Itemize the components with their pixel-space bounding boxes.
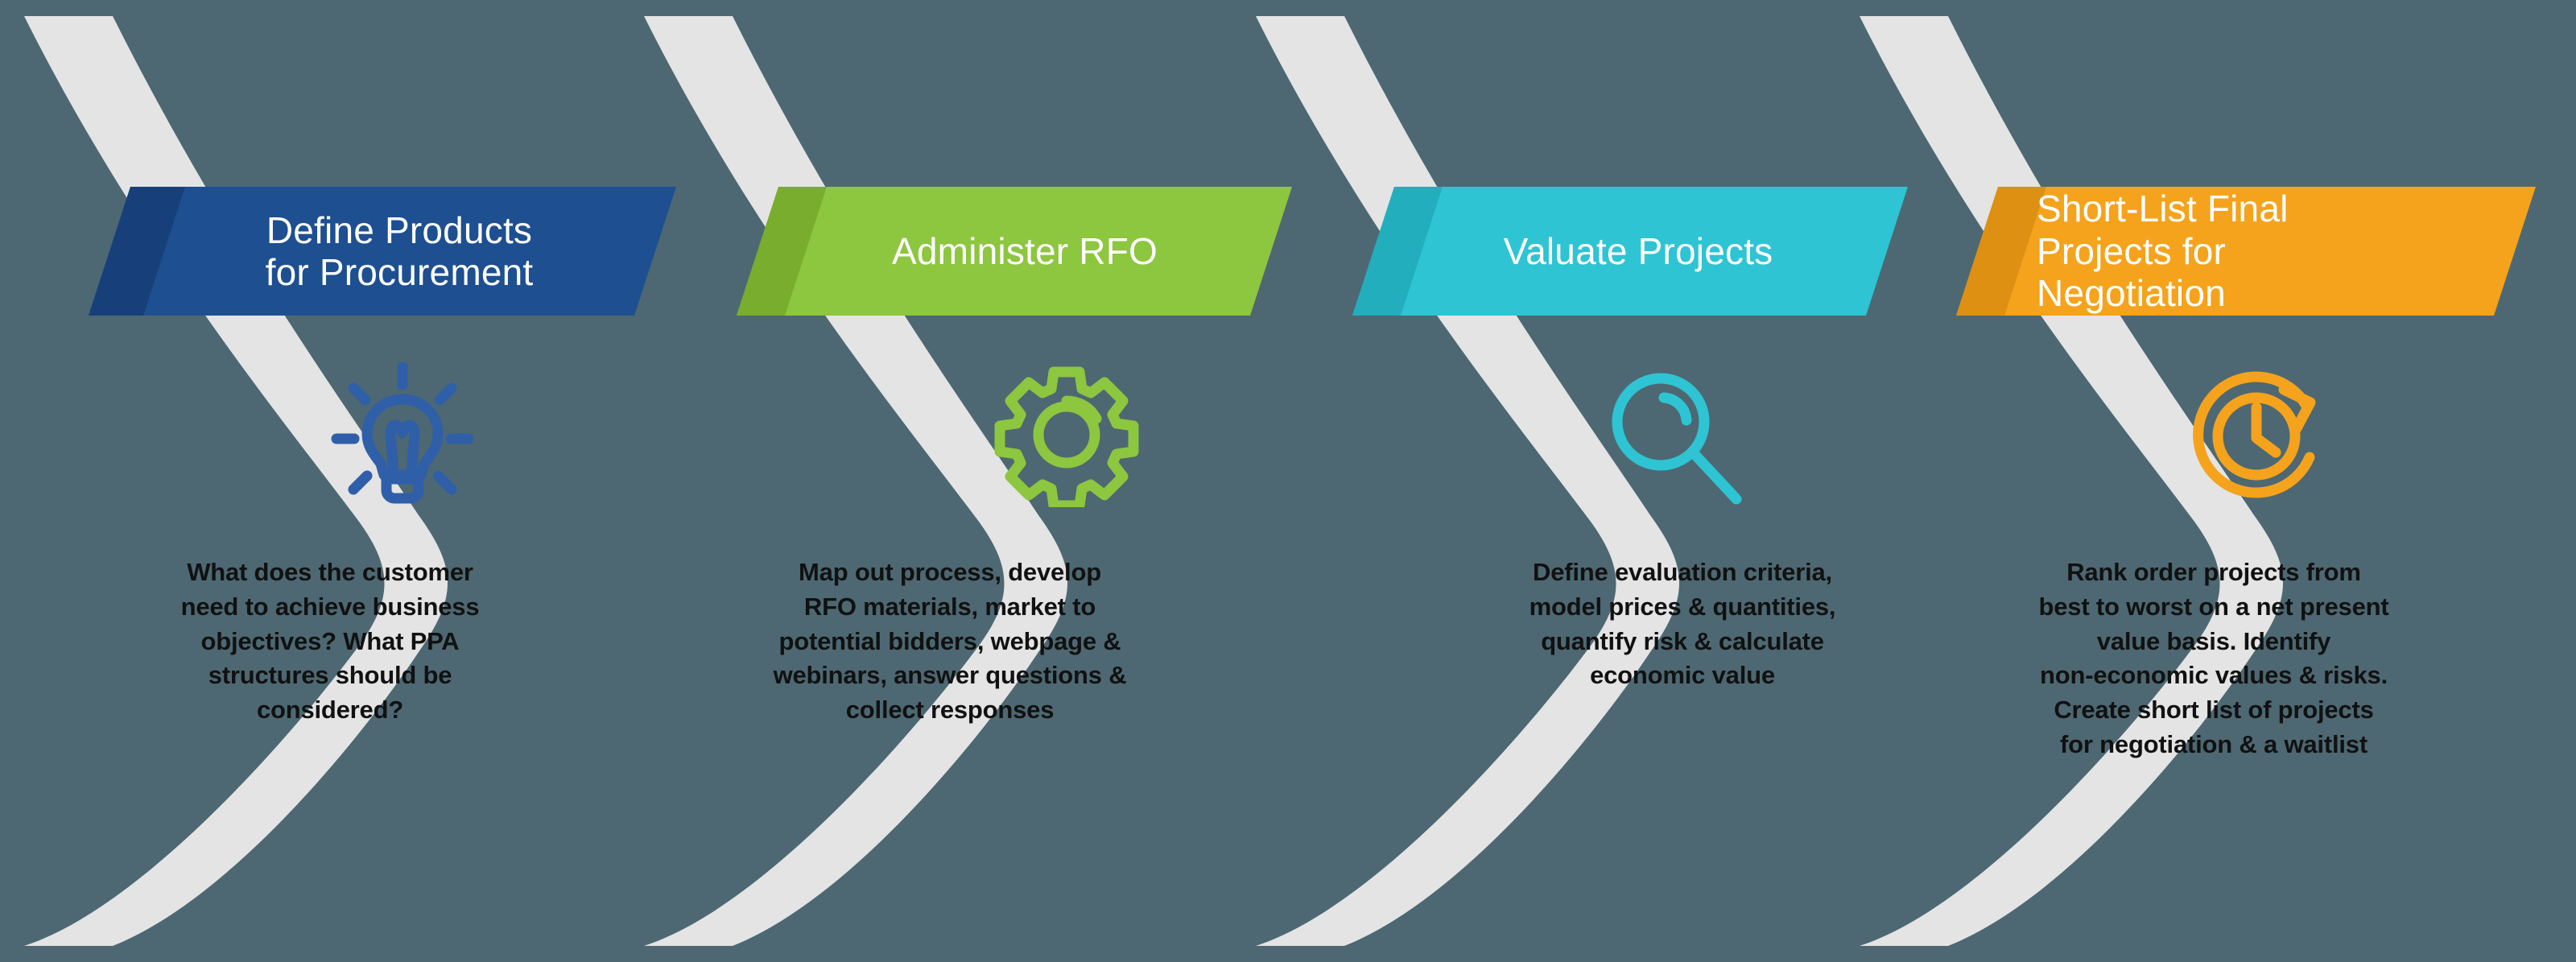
banner-body <box>1956 187 2536 316</box>
step-1-banner-shape <box>89 187 676 316</box>
step-3-banner[interactable]: Valuate Projects <box>1352 187 1908 316</box>
process-step-3[interactable]: Valuate Projects Define evaluation crite… <box>1224 0 1908 962</box>
step-1-banner[interactable]: Define Products for Procurement <box>89 187 676 316</box>
banner-facet <box>1956 187 2046 316</box>
process-step-4[interactable]: Short-List Final Projects for Negotiatio… <box>1835 0 2576 962</box>
lightbulb-idea-icon <box>330 362 475 507</box>
step-4-banner[interactable]: Short-List Final Projects for Negotiatio… <box>1956 187 2536 316</box>
process-step-1[interactable]: Define Products for Procurement What <box>0 0 676 962</box>
magnifying-glass-icon <box>1598 364 1743 509</box>
step-2-description: Map out process, develop RFO materials, … <box>773 558 1127 725</box>
step-4-description: Rank order projects from best to worst o… <box>2038 558 2389 758</box>
banner-facet <box>1352 187 1443 316</box>
step-2-banner[interactable]: Administer RFO <box>737 187 1292 316</box>
process-step-2[interactable]: Administer RFO Map out process, develop … <box>612 0 1292 962</box>
banner-body <box>89 187 676 316</box>
banner-facet <box>89 187 185 316</box>
step-2-banner-shape <box>737 187 1292 316</box>
step-3-banner-shape <box>1352 187 1908 316</box>
banner-facet <box>737 187 827 316</box>
step-4-banner-shape <box>1956 187 2536 316</box>
banner-body <box>1352 187 1908 316</box>
step-1-description: What does the customer need to achieve b… <box>180 558 480 725</box>
gear-process-icon <box>994 362 1139 507</box>
clock-history-icon <box>2186 362 2330 507</box>
step-3-description: Define evaluation criteria, model prices… <box>1529 558 1836 690</box>
banner-body <box>737 187 1292 316</box>
